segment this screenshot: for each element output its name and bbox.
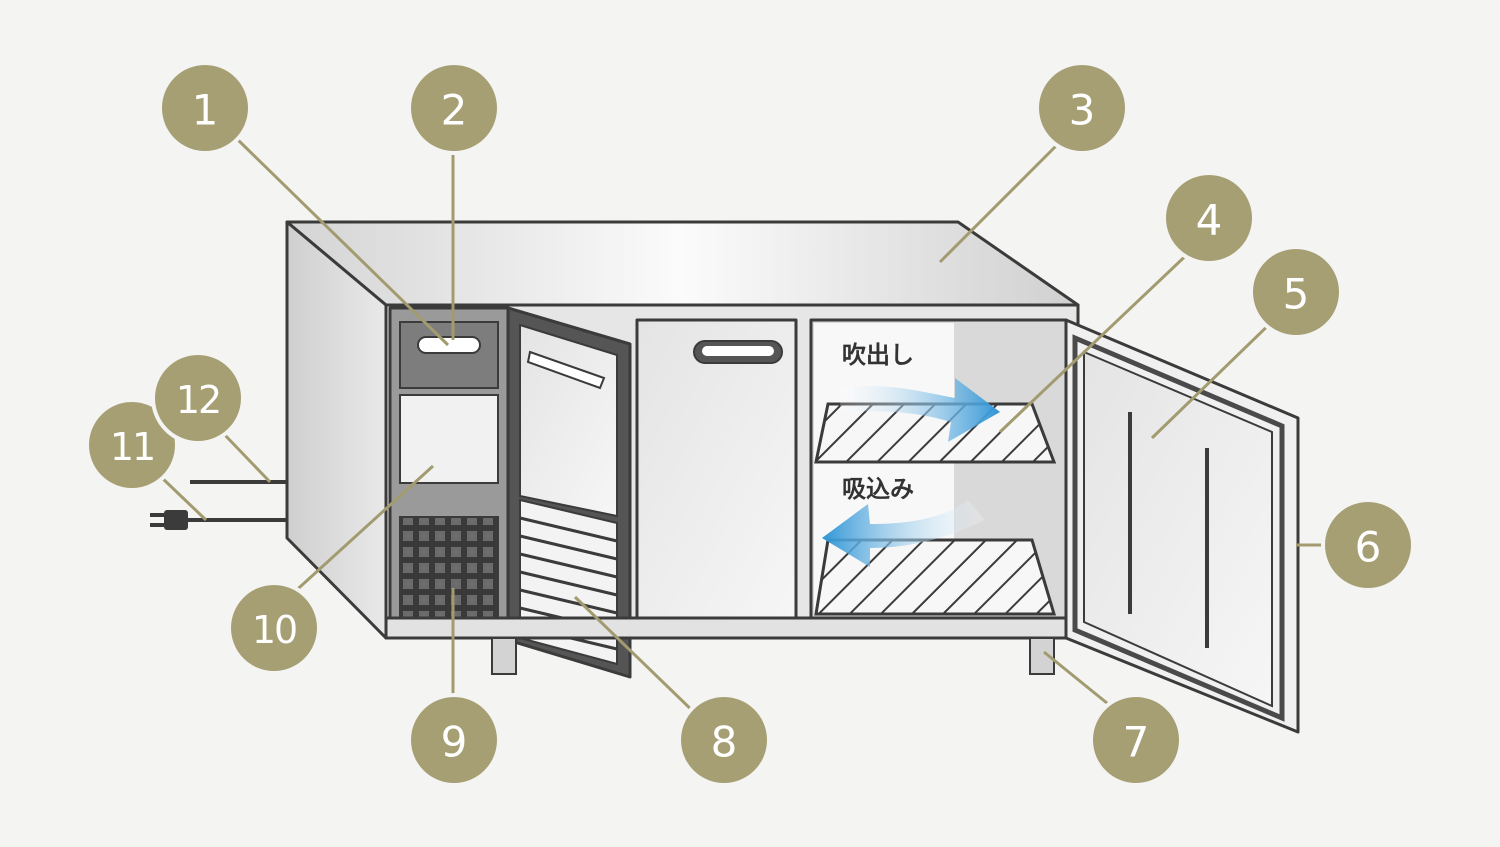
- label-plate: [399, 394, 499, 484]
- callout-12: 12: [151, 351, 245, 445]
- outlet-airflow-arrow: [840, 378, 1000, 442]
- callout-circle: [1089, 693, 1183, 787]
- machine-door-inner: [519, 323, 618, 518]
- base-plinth: [384, 616, 1080, 640]
- callout-number: 3: [1069, 86, 1096, 135]
- callout-circle: [1321, 498, 1415, 592]
- callout-11: 11: [85, 398, 179, 492]
- callout-9: 9: [407, 693, 501, 787]
- callout-circle: [227, 581, 321, 675]
- callout-number: 5: [1283, 270, 1310, 319]
- callout-circle: [677, 693, 771, 787]
- leg-left: [491, 637, 517, 675]
- condenser-grille: [399, 516, 499, 632]
- callout-circle: [1249, 245, 1343, 339]
- inlet-label: 吸込み: [842, 475, 914, 503]
- outlet-label: 吹出し: [842, 341, 914, 369]
- callout-6: 6: [1321, 498, 1415, 592]
- callout-10: 10: [227, 581, 321, 675]
- callout-number: 9: [441, 718, 468, 767]
- inlet-airflow-arrow: [822, 500, 985, 567]
- callout-4: 4: [1162, 171, 1256, 265]
- lower-shelf: [814, 538, 1057, 616]
- callout-number: 10: [252, 608, 296, 652]
- callout-number: 12: [176, 378, 220, 422]
- callout-circle: [407, 61, 501, 155]
- callout-circle: [1162, 171, 1256, 265]
- leader-lines: [158, 136, 1330, 720]
- machine-door-handle: [526, 350, 606, 390]
- display-window: [417, 336, 481, 354]
- callout-5: 5: [1249, 245, 1343, 339]
- callout-3: 3: [1035, 61, 1129, 155]
- callout-number: 7: [1123, 718, 1150, 767]
- middle-door: [635, 318, 798, 620]
- control-panel: [399, 321, 499, 389]
- callout-number: 2: [441, 86, 468, 135]
- callout-1: 1: [158, 61, 252, 155]
- callout-7: 7: [1089, 693, 1183, 787]
- callout-number: 4: [1196, 196, 1223, 245]
- door-gasket: [1072, 334, 1285, 722]
- callout-number: 6: [1355, 523, 1382, 572]
- counter-top: [285, 220, 1080, 307]
- callout-8: 8: [677, 693, 771, 787]
- callout-circle: [85, 398, 179, 492]
- callout-circle: [1035, 61, 1129, 155]
- callout-number: 1: [192, 86, 219, 135]
- callout-2: 2: [407, 61, 501, 155]
- plug-icon: [150, 510, 188, 530]
- callout-circle: [158, 61, 252, 155]
- callout-circle: [407, 693, 501, 787]
- callout-number: 8: [711, 718, 738, 767]
- callout-number: 11: [110, 425, 154, 469]
- callout-circle: [151, 351, 245, 445]
